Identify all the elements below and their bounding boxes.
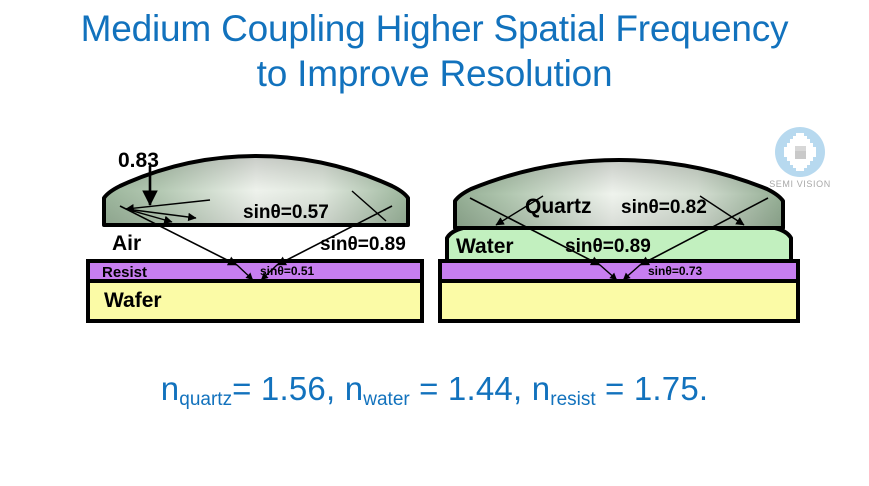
left-lens-shade [104,156,408,225]
left-lens-ray-c [125,208,173,224]
left-lens-body [102,154,410,227]
page-title-line-2: to Improve Resolution [256,53,613,94]
left-lens-ray-d [351,190,387,222]
right-ray-d [622,264,641,281]
right-ray-c [599,264,618,281]
n-quartz-symbol: n [160,370,180,407]
right-resist-sin-label: sinθ=0.73 [648,264,703,278]
left-wafer-label: Wafer [104,289,162,312]
right-ray-f [699,195,745,226]
right-medium-label: Water [456,235,514,258]
right-lens-shade [455,160,783,228]
left-resist-block [86,259,424,283]
left-resist-sin-label: sinθ=0.51 [260,264,315,278]
left-ray-inner-a [236,264,254,281]
right-lens-body [453,158,785,230]
right-lens-sin-label: sinθ=0.82 [621,197,707,218]
right-water-body [445,226,793,263]
left-lens-ray-b [125,208,197,222]
page-title: Medium Coupling Higher Spatial Frequency… [0,6,869,96]
left-resist-label: Resist [102,264,147,281]
left-medium-label: Air [112,232,141,255]
left-diagram-group: 0.83 sinθ=0.57 Air sinθ=0.89 Resist sinθ… [86,149,424,323]
right-lens-label: Quartz [525,195,592,218]
n-water-subscript: water [363,389,410,410]
right-wafer-block [438,278,800,323]
left-wafer-block [86,278,424,323]
refractive-index-formula: nquartz= 1.56, nwater = 1.44, nresist = … [0,370,869,410]
right-diagram-group: Quartz sinθ=0.82 Water sinθ=0.89 sinθ=0.… [438,158,800,323]
n-water-symbol: n [344,370,364,407]
semi-vision-logo: SEMI VISION [762,126,838,198]
left-lens-sin-label: sinθ=0.57 [243,202,329,223]
n-quartz-subscript: quartz [179,389,233,410]
left-ray-outer-b [276,205,393,266]
page-title-line-1: Medium Coupling Higher Spatial Frequency [80,8,789,49]
left-ray-inner-b [260,264,278,281]
right-ray-b [639,197,769,266]
n-resist-symbol: n [531,370,551,407]
right-medium-sin-label: sinθ=0.89 [565,236,651,257]
n-quartz-value: = 1.56, [232,370,345,407]
right-resist-block [438,259,800,283]
left-lens-ray-a [125,199,211,213]
left-ray-outer-a [119,205,238,266]
semi-vision-logo-caption: SEMI VISION [769,179,831,189]
n-resist-value: = 1.75. [595,370,709,407]
left-aperture-label: 0.83 [118,149,159,172]
left-gap-sin-label: sinθ=0.89 [320,234,406,255]
n-water-value: = 1.44, [409,370,532,407]
semi-vision-logo-mark [774,126,826,178]
right-ray-e [495,195,544,226]
n-resist-subscript: resist [550,389,596,410]
right-ray-a [469,197,601,266]
